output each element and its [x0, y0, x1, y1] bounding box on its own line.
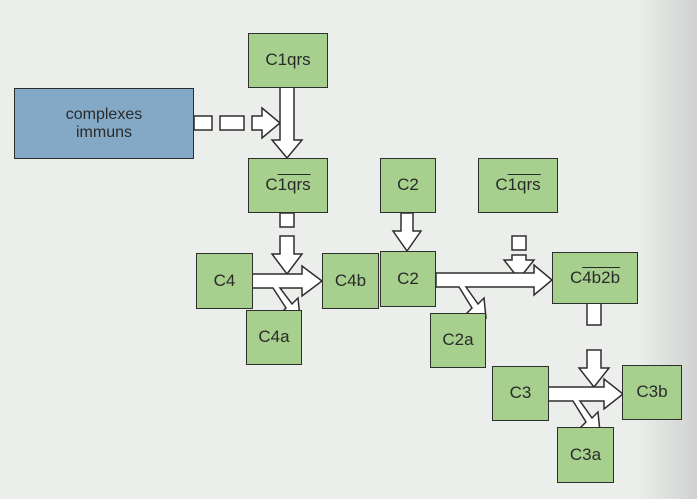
c3a-label: C3a — [569, 444, 602, 464]
c2a-label: C2a — [442, 330, 474, 350]
c1qrs-active-overlined: 1qrs — [277, 175, 311, 195]
c4a-label: C4a — [258, 327, 290, 347]
c4-label: C4 — [213, 270, 236, 290]
dash-arrow-segment — [279, 212, 295, 228]
dash-arrow-head — [251, 106, 282, 140]
c2a-box: C2a — [430, 313, 486, 368]
immune-complexes-box: complexes immuns — [14, 88, 194, 159]
arrow-c3-to-c3b — [540, 377, 625, 433]
c3a-box: C3a — [557, 427, 614, 483]
arrow-c2-activation — [391, 212, 423, 253]
c2-mid-box: C2 — [380, 251, 436, 307]
arrow-c1-to-c4-head — [270, 235, 304, 276]
immune-complexes-line2: immuns — [75, 123, 132, 141]
arrow-c2-to-c4b2b — [435, 263, 554, 319]
c2-top-label: C2 — [397, 175, 419, 195]
c2-top-box: C2 — [380, 158, 436, 213]
c2-mid-label: C2 — [397, 268, 419, 288]
c4b-box: C4b — [322, 253, 379, 309]
c3-box: C3 — [492, 366, 549, 421]
arrow-c1-to-c4b2b-head — [502, 254, 536, 281]
immune-complexes-line1: complexes — [65, 105, 143, 123]
c1qrs-right-prefix: C — [495, 175, 508, 195]
c3b-label: C3b — [636, 382, 668, 402]
c3-label: C3 — [509, 383, 532, 403]
arrow-c4-to-c4b — [251, 264, 324, 319]
c1qrs-box: C1qrs — [248, 33, 328, 88]
arrow-c1-activation — [270, 86, 304, 160]
c4b-label: C4b — [334, 270, 367, 290]
c1qrs-right-overlined: 1qrs — [507, 175, 541, 195]
c4b2b-prefix: C — [569, 267, 583, 287]
c4b2b-overlined: 4b2b — [582, 267, 621, 287]
c4a-box: C4a — [246, 310, 302, 365]
arrow-c4b2b-to-c3-head — [577, 349, 611, 389]
c4-box: C4 — [196, 253, 253, 309]
c1qrs-active-prefix: C — [265, 175, 278, 195]
dash-arrow-segment — [586, 302, 602, 326]
dash-arrow-segment — [219, 115, 245, 131]
c3b-box: C3b — [622, 365, 682, 420]
dash-arrow-segment — [511, 235, 527, 251]
c1qrs-label: C1qrs — [265, 50, 311, 70]
dash-arrow-segment — [193, 115, 213, 131]
